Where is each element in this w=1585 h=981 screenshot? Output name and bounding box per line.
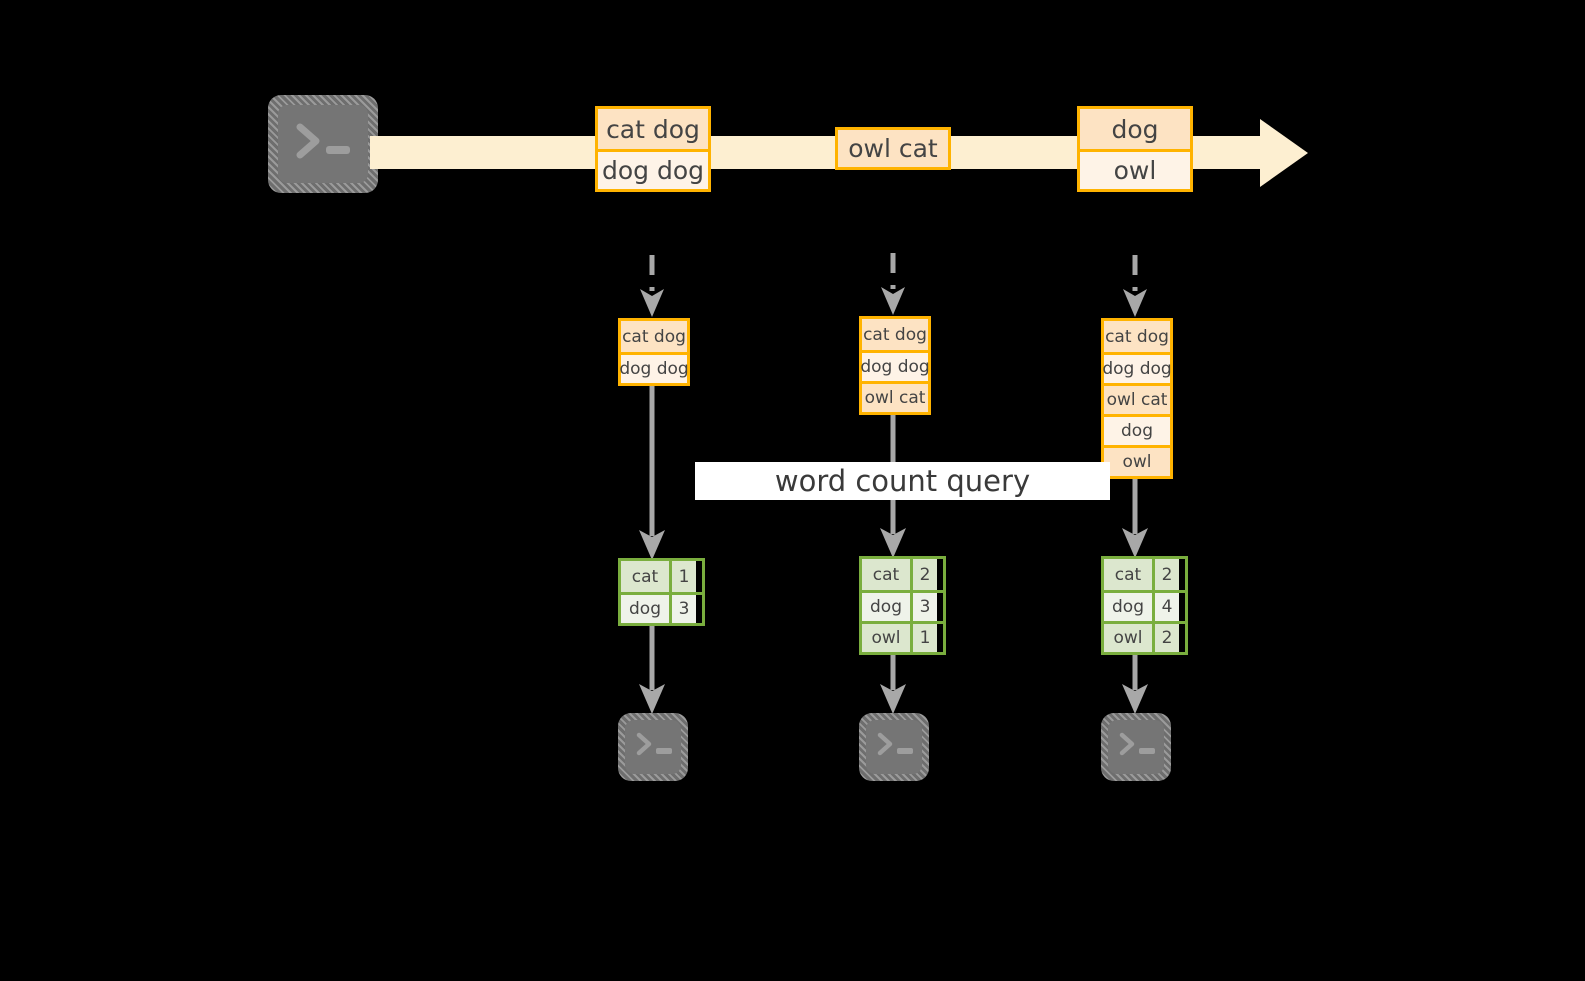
result-count: 1: [669, 561, 696, 592]
stream-event-line: cat dog: [598, 109, 708, 149]
result-word: cat: [862, 559, 910, 590]
event-stream-arrowhead: [1260, 119, 1308, 187]
result-row: owl 1: [862, 621, 943, 652]
terminal-prompt-glyph: [636, 732, 672, 756]
batch-row: cat dog: [1104, 321, 1170, 352]
stream-event-line: dog: [1080, 109, 1190, 149]
batch-row: dog dog: [1102, 352, 1172, 383]
column-2-sink-connector: [880, 655, 906, 714]
result-row: owl 2: [1104, 621, 1185, 652]
result-row: cat 2: [862, 559, 943, 590]
terminal-prompt-glyph: [877, 732, 913, 756]
column-1-batch-table: cat dog dog dog: [618, 318, 690, 386]
stream-event-1: cat dog dog dog: [595, 106, 711, 192]
terminal-screen: [625, 720, 681, 774]
column-3-sink-terminal-icon: [1101, 713, 1171, 781]
batch-row: cat dog: [862, 319, 928, 350]
column-1-query-connector: [639, 386, 665, 560]
result-count: 2: [910, 559, 937, 590]
batch-row: cat dog: [621, 321, 687, 352]
stream-event-line: dog dog: [598, 149, 708, 189]
stream-event-line: owl: [1080, 149, 1190, 189]
column-2-sink-terminal-icon: [859, 713, 929, 781]
batch-row: owl cat: [862, 381, 928, 412]
source-terminal-icon: [268, 95, 378, 193]
result-word: dog: [862, 593, 910, 621]
column-1-sink-terminal-icon: [618, 713, 688, 781]
result-count: 2: [1152, 624, 1179, 652]
result-count: 3: [669, 595, 696, 623]
result-row: dog 3: [862, 590, 943, 621]
terminal-screen: [1108, 720, 1164, 774]
stream-event-line: owl cat: [838, 130, 948, 167]
result-row: cat 1: [621, 561, 702, 592]
terminal-screen: [866, 720, 922, 774]
column-1-result-table: cat 1 dog 3: [618, 558, 705, 626]
result-word: cat: [1104, 559, 1152, 590]
result-word: owl: [862, 624, 910, 652]
result-word: dog: [1104, 593, 1152, 621]
column-3-result-table: cat 2 dog 4 owl 2: [1101, 556, 1188, 655]
result-row: dog 4: [1104, 590, 1185, 621]
batch-row: owl cat: [1104, 383, 1170, 414]
result-count: 3: [910, 593, 937, 621]
result-count: 1: [910, 624, 937, 652]
result-word: dog: [621, 595, 669, 623]
stream-event-2: owl cat: [835, 127, 951, 170]
result-count: 4: [1152, 593, 1179, 621]
batch-row: dog: [1104, 414, 1170, 445]
column-3-sink-connector: [1122, 655, 1148, 714]
column-1-dashed-input-arrow: [640, 255, 664, 317]
terminal-prompt-glyph: [296, 123, 350, 159]
batch-row: owl: [1104, 445, 1170, 476]
stream-event-3: dog owl: [1077, 106, 1193, 192]
result-row: dog 3: [621, 592, 702, 623]
query-label: word count query: [695, 462, 1110, 500]
result-row: cat 2: [1104, 559, 1185, 590]
result-word: cat: [621, 561, 669, 592]
column-3-dashed-input-arrow: [1123, 255, 1147, 317]
column-2-result-table: cat 2 dog 3 owl 1: [859, 556, 946, 655]
terminal-screen: [278, 105, 368, 183]
result-word: owl: [1104, 624, 1152, 652]
result-count: 2: [1152, 559, 1179, 590]
column-3-query-connector: [1122, 479, 1148, 558]
column-2-batch-table: cat dog dog dog owl cat: [859, 316, 931, 415]
column-1-sink-connector: [639, 626, 665, 714]
batch-row: dog dog: [860, 350, 930, 381]
terminal-prompt-glyph: [1119, 732, 1155, 756]
column-2-dashed-input-arrow: [881, 253, 905, 315]
batch-row: dog dog: [619, 352, 689, 383]
column-3-batch-table: cat dog dog dog owl cat dog owl: [1101, 318, 1173, 479]
